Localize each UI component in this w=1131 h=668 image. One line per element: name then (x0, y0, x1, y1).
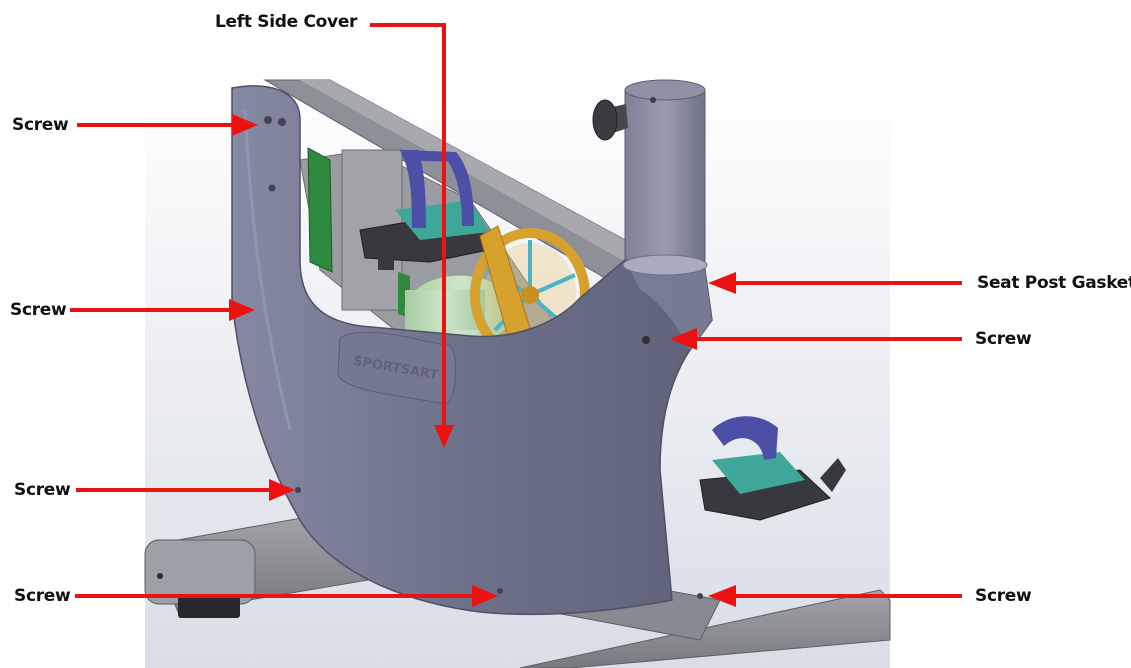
label-screw-top-left: Screw (12, 115, 69, 135)
screw-hole (295, 487, 301, 493)
arrowhead (232, 114, 258, 136)
label-screw-bottom-right: Screw (975, 586, 1032, 606)
seat-post (624, 79, 706, 271)
left-side-cover-panel (231, 85, 713, 616)
screw-hole (497, 588, 503, 594)
seat-adjust-knob (592, 99, 628, 141)
label-left-side-cover: Left Side Cover (215, 12, 358, 32)
callout-arrows (70, 23, 962, 607)
screw-hole (264, 116, 272, 124)
lower-pedal (699, 416, 846, 521)
arrowhead (434, 425, 454, 448)
arrowhead (708, 272, 736, 294)
label-screw-mid-right: Screw (975, 329, 1032, 349)
label-screw-lower-left: Screw (14, 480, 71, 500)
screw-hole (268, 184, 276, 192)
label-screw-mid-left: Screw (10, 300, 67, 320)
embossed-logo-plate: SPORTSART (337, 331, 457, 405)
callout-arrow-left-side-cover (370, 23, 446, 430)
arrowhead (670, 328, 697, 350)
arrowhead (229, 299, 255, 321)
screw-holes (264, 116, 703, 599)
arrowhead (708, 585, 736, 607)
arrowhead (472, 585, 498, 607)
arrowhead (269, 479, 295, 501)
label-seat-post-gasket: Seat Post Gasket (977, 273, 1131, 293)
screw-hole (697, 593, 703, 599)
label-screw-bottom-left: Screw (14, 586, 71, 606)
screw-hole (642, 336, 650, 344)
screw-hole (278, 118, 286, 126)
